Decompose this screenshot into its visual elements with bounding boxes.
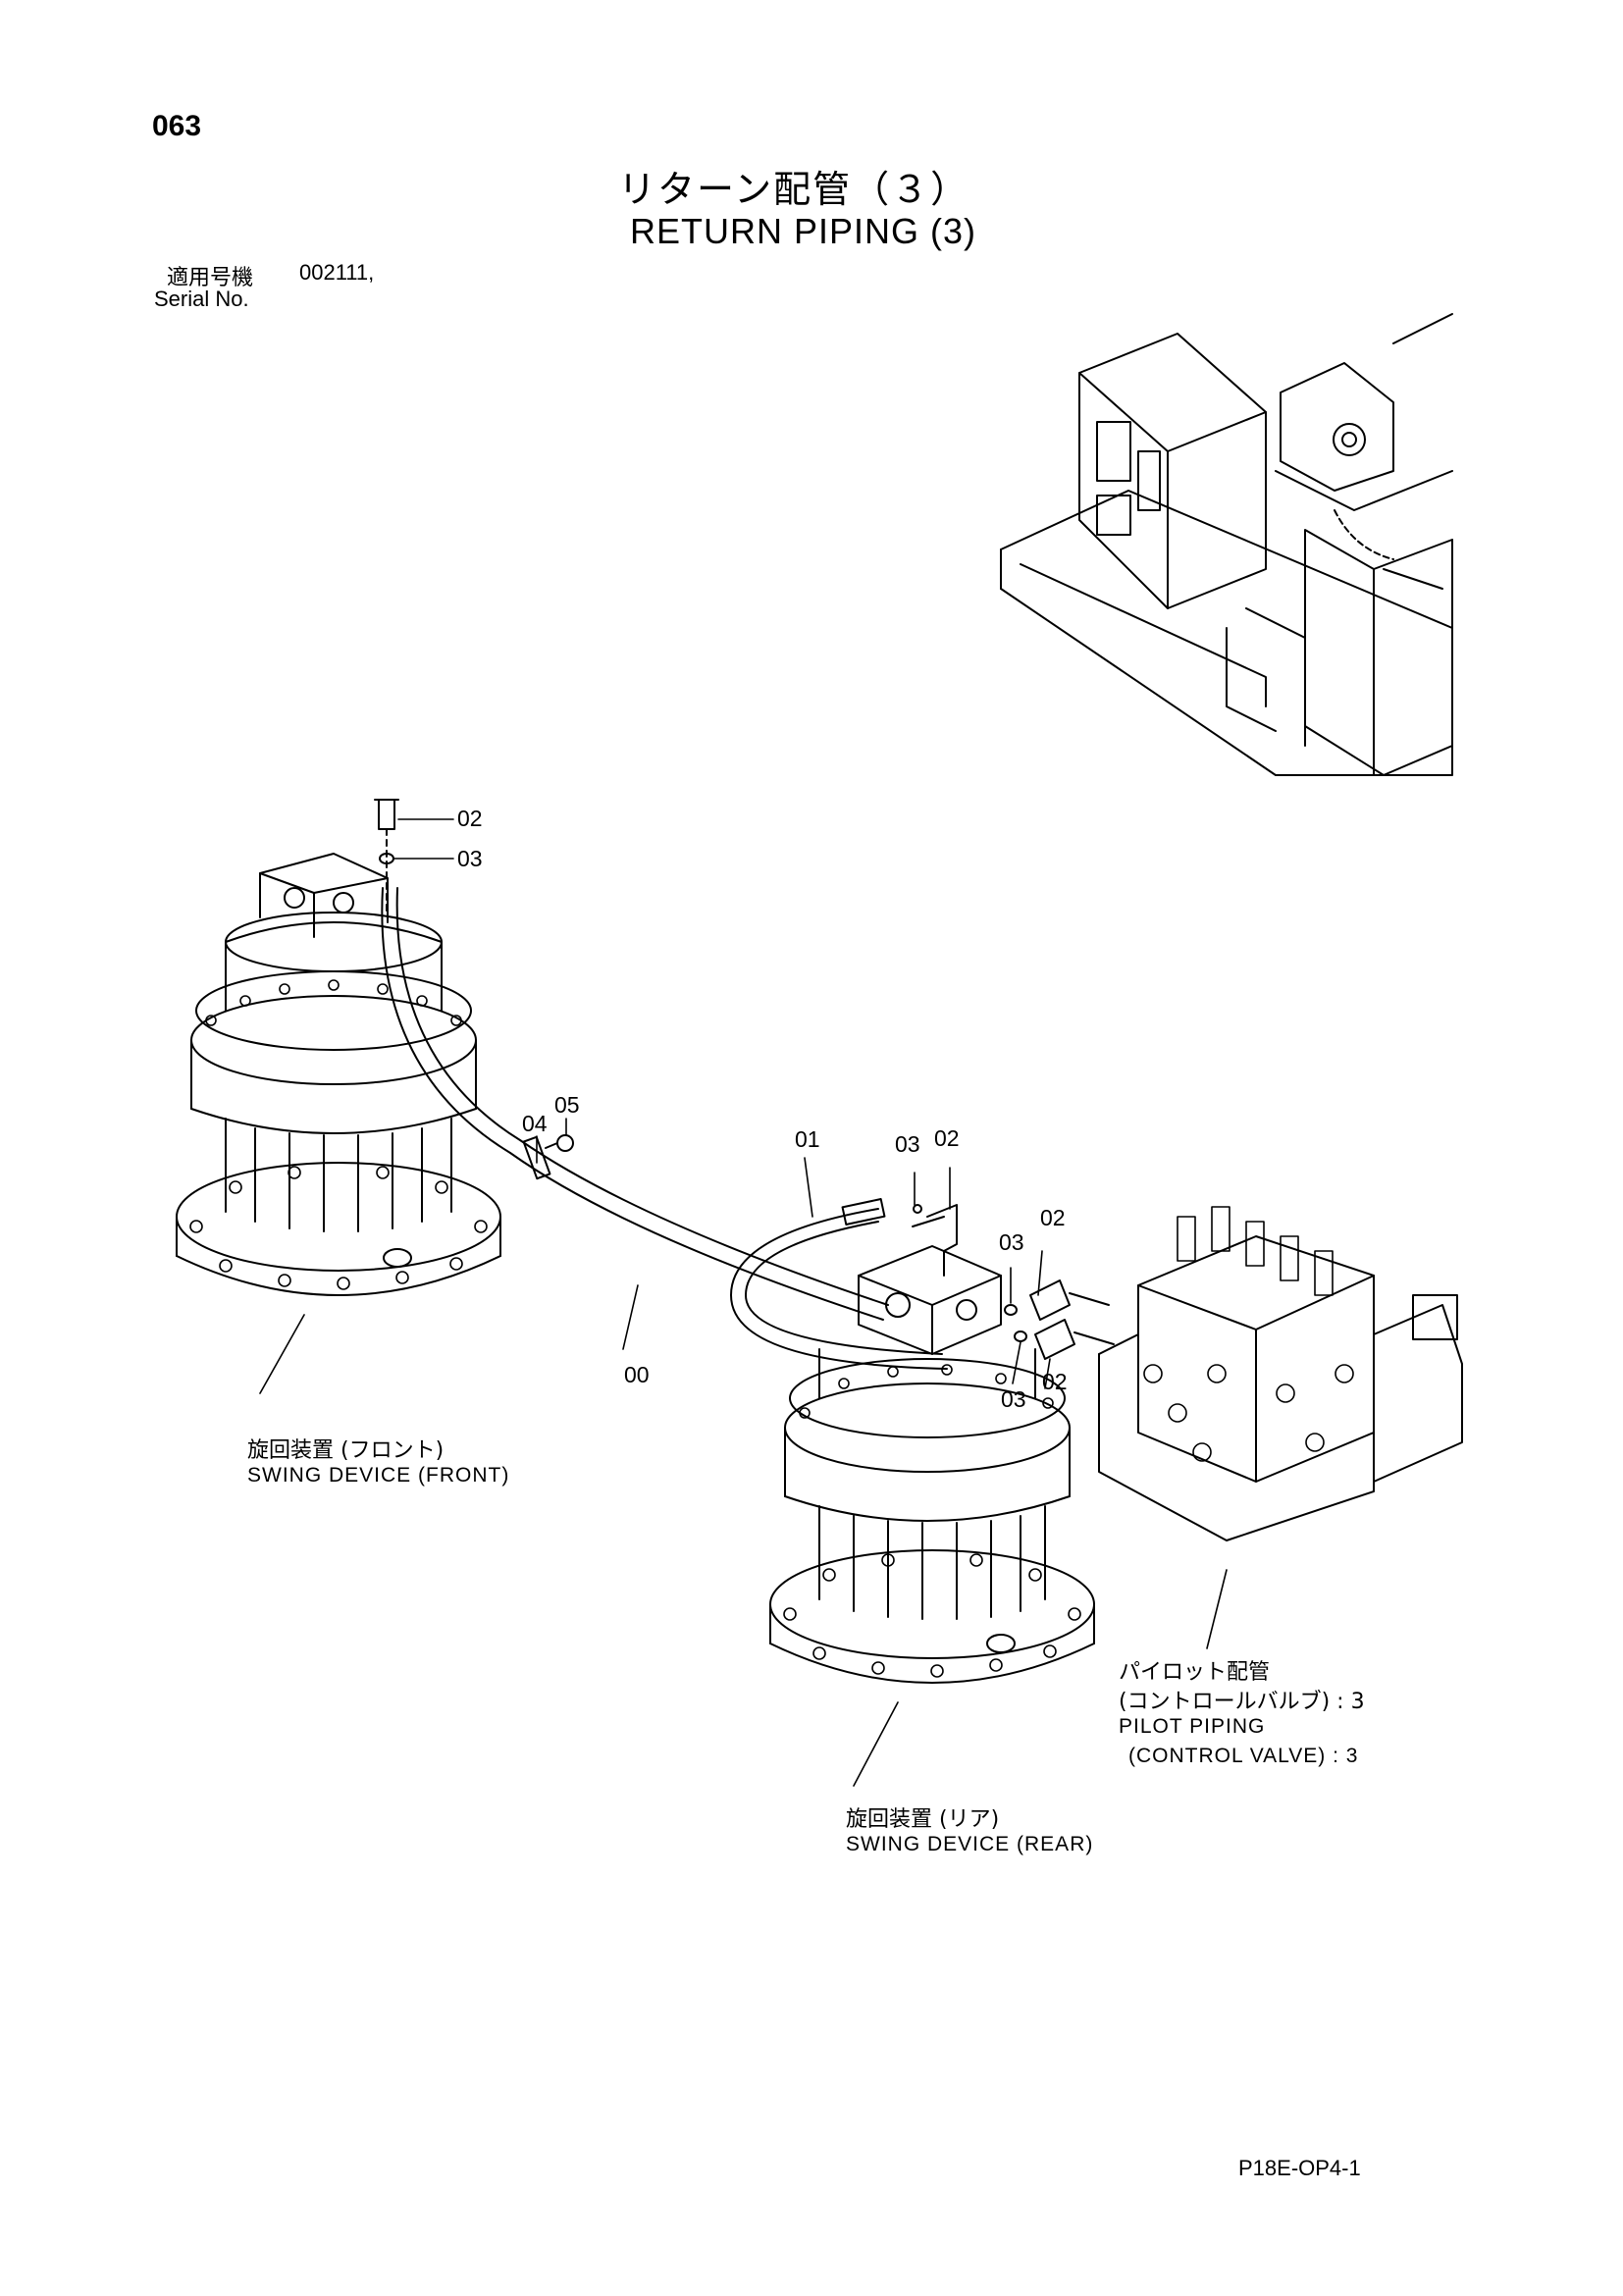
callout-03-mid-2: 03	[999, 1229, 1024, 1255]
connector-fittings	[1004, 1279, 1115, 1360]
caption-rear-jp: 旋回装置 (リア)	[846, 1807, 1000, 1832]
callout-02-top: 02	[457, 806, 483, 831]
machine-overview-illustration	[1000, 313, 1453, 776]
elbow-fitting	[912, 1204, 958, 1277]
callout-05: 05	[554, 1092, 580, 1118]
page-number: 063	[152, 110, 202, 142]
callout-02-mid-1: 02	[934, 1125, 960, 1151]
swing-device-front	[176, 853, 501, 1296]
callout-02-mid-3: 02	[1042, 1369, 1068, 1394]
caption-pilot-en-1: PILOT PIPING	[1119, 1715, 1266, 1738]
serial-label-jp: 適用号機	[167, 266, 254, 290]
caption-rear-en: SWING DEVICE (REAR)	[846, 1833, 1094, 1855]
page-title-en: RETURN PIPING (3)	[630, 211, 977, 251]
leader-lines	[259, 818, 1228, 1787]
caption-pilot-en-2: (CONTROL VALVE) : 3	[1128, 1745, 1359, 1767]
caption-front-jp: 旋回装置 (フロント)	[247, 1438, 445, 1463]
callout-00: 00	[624, 1362, 650, 1387]
control-valve	[1098, 1206, 1463, 1541]
caption-pilot-jp-2: (コントロールバルブ) : 3	[1119, 1690, 1365, 1714]
caption-pilot-jp-1: パイロット配管	[1119, 1660, 1271, 1685]
page-title-jp: リターン配管（３）	[618, 168, 970, 211]
callout-03-mid-1: 03	[895, 1131, 920, 1157]
callout-02-mid-2: 02	[1040, 1205, 1066, 1230]
callout-04: 04	[522, 1111, 548, 1136]
serial-value: 002111,	[299, 260, 375, 285]
hose-00	[381, 887, 889, 1321]
hose-01	[730, 1198, 948, 1370]
swing-device-rear	[769, 1245, 1095, 1684]
serial-label-en: Serial No.	[154, 287, 249, 311]
document-id: P18E-OP4-1	[1238, 2156, 1361, 2180]
top-fitting	[374, 799, 399, 913]
callout-03-mid-3: 03	[1001, 1386, 1026, 1412]
caption-front-en: SWING DEVICE (FRONT)	[247, 1464, 510, 1487]
callout-03-top: 03	[457, 846, 483, 871]
callout-01: 01	[795, 1126, 820, 1152]
